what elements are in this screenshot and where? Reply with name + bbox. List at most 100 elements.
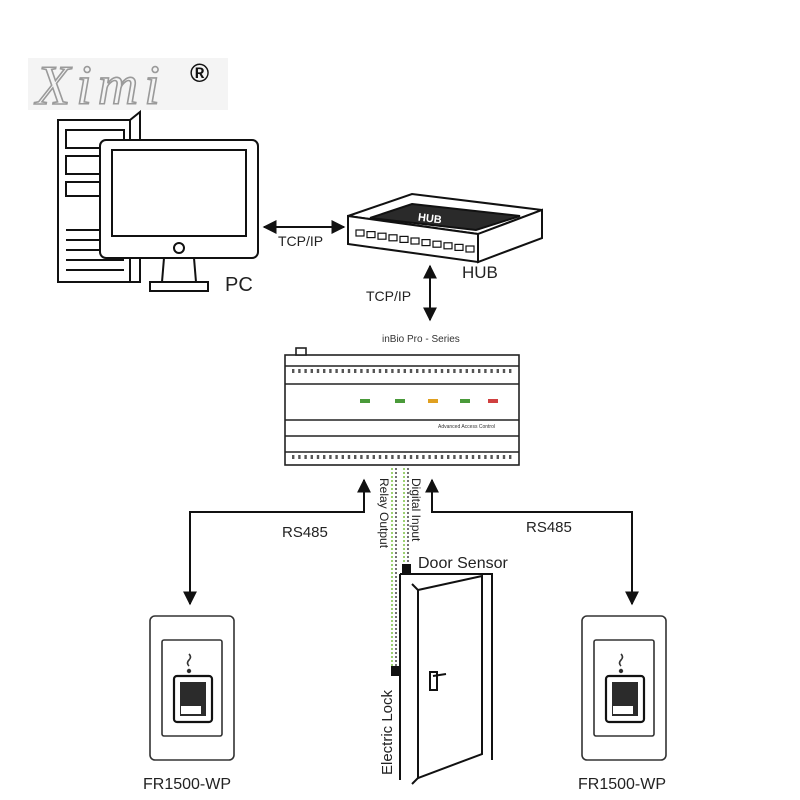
terminal-pin <box>391 369 394 373</box>
hub-controller-protocol: TCP/IP <box>366 288 411 304</box>
terminal-pin <box>409 369 413 373</box>
terminal-pin <box>335 369 338 373</box>
terminal-pin <box>292 369 295 373</box>
terminal-pin <box>490 369 493 373</box>
fingerprint-reader-icon <box>149 615 235 761</box>
reader-right-label: FR1500-WP <box>578 776 666 793</box>
terminal-pin <box>304 455 307 459</box>
terminal-pin <box>335 455 338 459</box>
terminal-pin <box>490 455 493 459</box>
terminal-pin <box>428 455 431 459</box>
terminal-pin <box>447 369 450 373</box>
reader-left-label: FR1500-WP <box>143 776 231 793</box>
hub-port <box>355 229 365 237</box>
desktop-computer-icon <box>57 109 259 292</box>
terminal-pin <box>354 369 357 373</box>
terminal-pin <box>310 369 313 373</box>
logo-text: Ximi <box>34 55 166 117</box>
hub-port <box>443 242 453 250</box>
hub-label: HUB <box>462 263 498 282</box>
terminal-pin <box>422 369 425 373</box>
electric-lock-icon <box>391 666 400 676</box>
terminal-pin <box>416 455 419 459</box>
terminal-pin <box>360 455 363 459</box>
hub-port <box>432 240 442 248</box>
terminal-pin <box>347 369 351 373</box>
controller-panel-text: Advanced Access Control <box>438 424 495 430</box>
fingerprint-reader-right: FR1500-WP <box>578 615 667 793</box>
hub-port <box>377 232 387 240</box>
terminal-pin <box>378 369 382 373</box>
terminal-pin <box>496 369 499 373</box>
relay-output-label: Relay Output <box>377 478 391 549</box>
terminal-pin <box>502 369 506 373</box>
controller-label: inBio Pro - Series <box>382 334 460 345</box>
terminal-pin <box>378 455 382 459</box>
terminal-pin <box>391 455 394 459</box>
terminal-pin <box>496 455 499 459</box>
digital-input-label: Digital Input <box>409 478 423 542</box>
terminal-pin <box>416 369 419 373</box>
rs485-right-label: RS485 <box>526 519 572 536</box>
brand-logo: Ximi ® <box>28 54 228 118</box>
electric-lock-label: Electric Lock <box>379 689 396 775</box>
terminal-pin <box>471 455 475 459</box>
door-icon <box>399 573 493 785</box>
terminal-pin <box>453 455 456 459</box>
terminal-pin <box>478 369 481 373</box>
terminal-pin <box>403 369 406 373</box>
relay-wires <box>391 468 409 668</box>
door-sensor-label: Door Sensor <box>418 555 508 572</box>
terminal-pin <box>341 455 344 459</box>
terminal-pin <box>366 455 369 459</box>
terminal-pin <box>298 369 301 373</box>
rs485-left-label: RS485 <box>282 524 328 541</box>
hub-port <box>410 237 420 245</box>
terminal-pin <box>502 455 506 459</box>
terminal-pin <box>409 455 413 459</box>
terminal-pin <box>347 455 351 459</box>
terminal-pin <box>292 455 295 459</box>
registered-mark: ® <box>190 58 209 88</box>
terminal-pin <box>372 369 375 373</box>
terminal-pin <box>465 455 468 459</box>
terminal-pin <box>329 369 332 373</box>
terminal-pin <box>304 369 307 373</box>
pc-label: PC <box>225 274 253 296</box>
terminal-pin <box>310 455 313 459</box>
door-sensor-icon <box>402 564 411 574</box>
access-controller-icon <box>284 347 520 466</box>
fingerprint-reader-left: FR1500-WP <box>143 615 235 793</box>
terminal-pin <box>403 455 406 459</box>
rs485-left-link <box>183 478 371 606</box>
terminal-pin <box>323 369 326 373</box>
terminal-pin <box>316 455 320 459</box>
hub-port <box>366 231 376 239</box>
terminal-pin <box>422 455 425 459</box>
terminal-pin <box>428 369 431 373</box>
rs485-right-link <box>425 478 639 606</box>
terminal-pin <box>341 369 344 373</box>
hub-port <box>388 234 398 242</box>
terminal-pin <box>440 455 444 459</box>
terminal-pin <box>385 455 388 459</box>
terminal-pin <box>354 455 357 459</box>
terminal-pin <box>298 455 301 459</box>
terminal-pin <box>453 369 456 373</box>
terminal-pin <box>484 455 487 459</box>
terminal-pin <box>434 369 437 373</box>
terminal-pin <box>366 369 369 373</box>
terminal-pin <box>397 369 400 373</box>
terminal-pin <box>440 369 444 373</box>
terminal-pin <box>509 455 512 459</box>
hub-device-text: HUB <box>417 212 442 227</box>
terminal-pin <box>447 455 450 459</box>
hub-port <box>465 245 475 253</box>
hub-port <box>454 243 464 251</box>
terminal-pin <box>484 369 487 373</box>
terminal-pin <box>434 455 437 459</box>
terminal-pin <box>397 455 400 459</box>
terminal-pin <box>360 369 363 373</box>
fingerprint-reader-icon <box>581 615 667 761</box>
